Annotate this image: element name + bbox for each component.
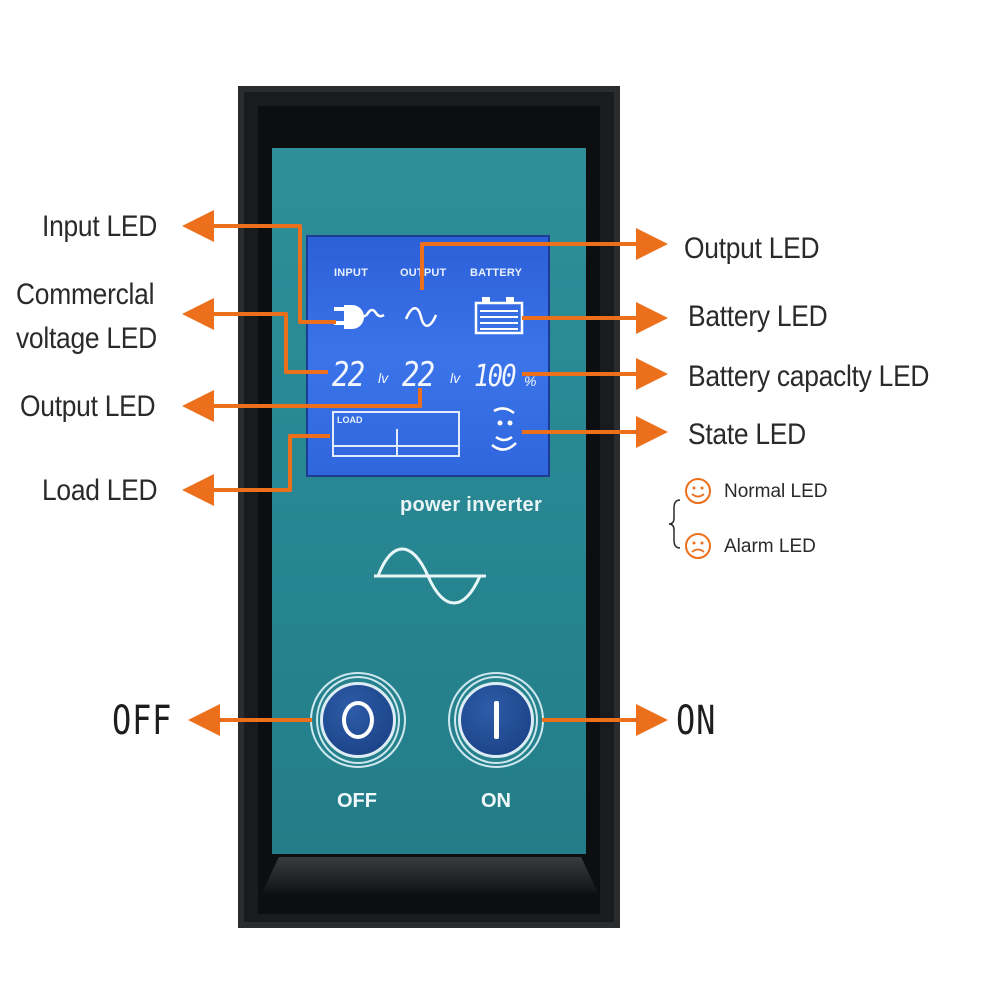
arrow-commercial-voltage-led <box>182 298 328 374</box>
battery-capacity-readout: 100 <box>474 359 517 394</box>
label-load-led: Load LED <box>42 474 158 507</box>
on-button-inner-ring <box>454 676 538 764</box>
lcd-battery-header: BATTERY <box>470 267 523 279</box>
legend-brace <box>668 499 681 549</box>
label-normal-led: Normal LED <box>724 481 828 502</box>
label-battery-capacity-led: Battery capaclty LED <box>688 360 930 393</box>
label-commercial-line2: voltage LED <box>16 322 157 355</box>
arrow-input-led <box>182 210 336 324</box>
sine-wave-logo <box>374 547 486 605</box>
input-voltage-unit: lv <box>378 370 389 386</box>
battery-capacity-unit: % <box>524 373 537 389</box>
label-output-led-right: Output LED <box>684 232 820 265</box>
brand-text: power inverter <box>400 494 543 516</box>
label-on-switch: ON <box>676 698 717 744</box>
load-bar-divider <box>396 429 398 455</box>
off-button-face[interactable] <box>320 682 396 758</box>
off-button-inner-ring <box>316 676 400 764</box>
lcd-input-header: INPUT <box>334 267 368 279</box>
label-alarm-led: Alarm LED <box>724 536 816 557</box>
plug-icon <box>334 305 385 329</box>
on-button-caption: ON <box>481 790 511 812</box>
on-button-face[interactable] <box>458 682 534 758</box>
input-voltage-readout: 22 <box>332 355 365 395</box>
off-symbol-icon <box>342 701 374 739</box>
on-button[interactable] <box>448 672 544 768</box>
label-commercial-line1: Commerclal <box>16 278 155 311</box>
state-smiley-icon <box>491 407 517 451</box>
output-voltage-unit: lv <box>450 370 461 386</box>
ac-output-icon <box>404 307 438 327</box>
label-state-led: State LED <box>688 418 806 451</box>
arrow-output-led-left <box>182 388 422 422</box>
label-battery-led: Battery LED <box>688 300 828 333</box>
off-button[interactable] <box>310 672 406 768</box>
bottom-bezel <box>262 857 598 893</box>
on-symbol-icon <box>493 701 499 739</box>
normal-face-icon <box>685 478 711 504</box>
arrow-output-led-right <box>420 228 668 290</box>
battery-icon <box>474 297 524 335</box>
arrow-load-led <box>182 434 330 506</box>
label-output-led-left: Output LED <box>20 390 156 423</box>
off-button-caption: OFF <box>337 790 377 812</box>
label-input-led: Input LED <box>42 210 158 243</box>
alarm-face-icon <box>685 533 711 559</box>
label-off-switch: OFF <box>112 698 173 744</box>
lcd-display: INPUT OUTPUT BATTERY 22 lv 22 lv 100 % L… <box>306 235 550 477</box>
load-label: LOAD <box>337 415 363 425</box>
load-bar: LOAD <box>332 411 460 457</box>
